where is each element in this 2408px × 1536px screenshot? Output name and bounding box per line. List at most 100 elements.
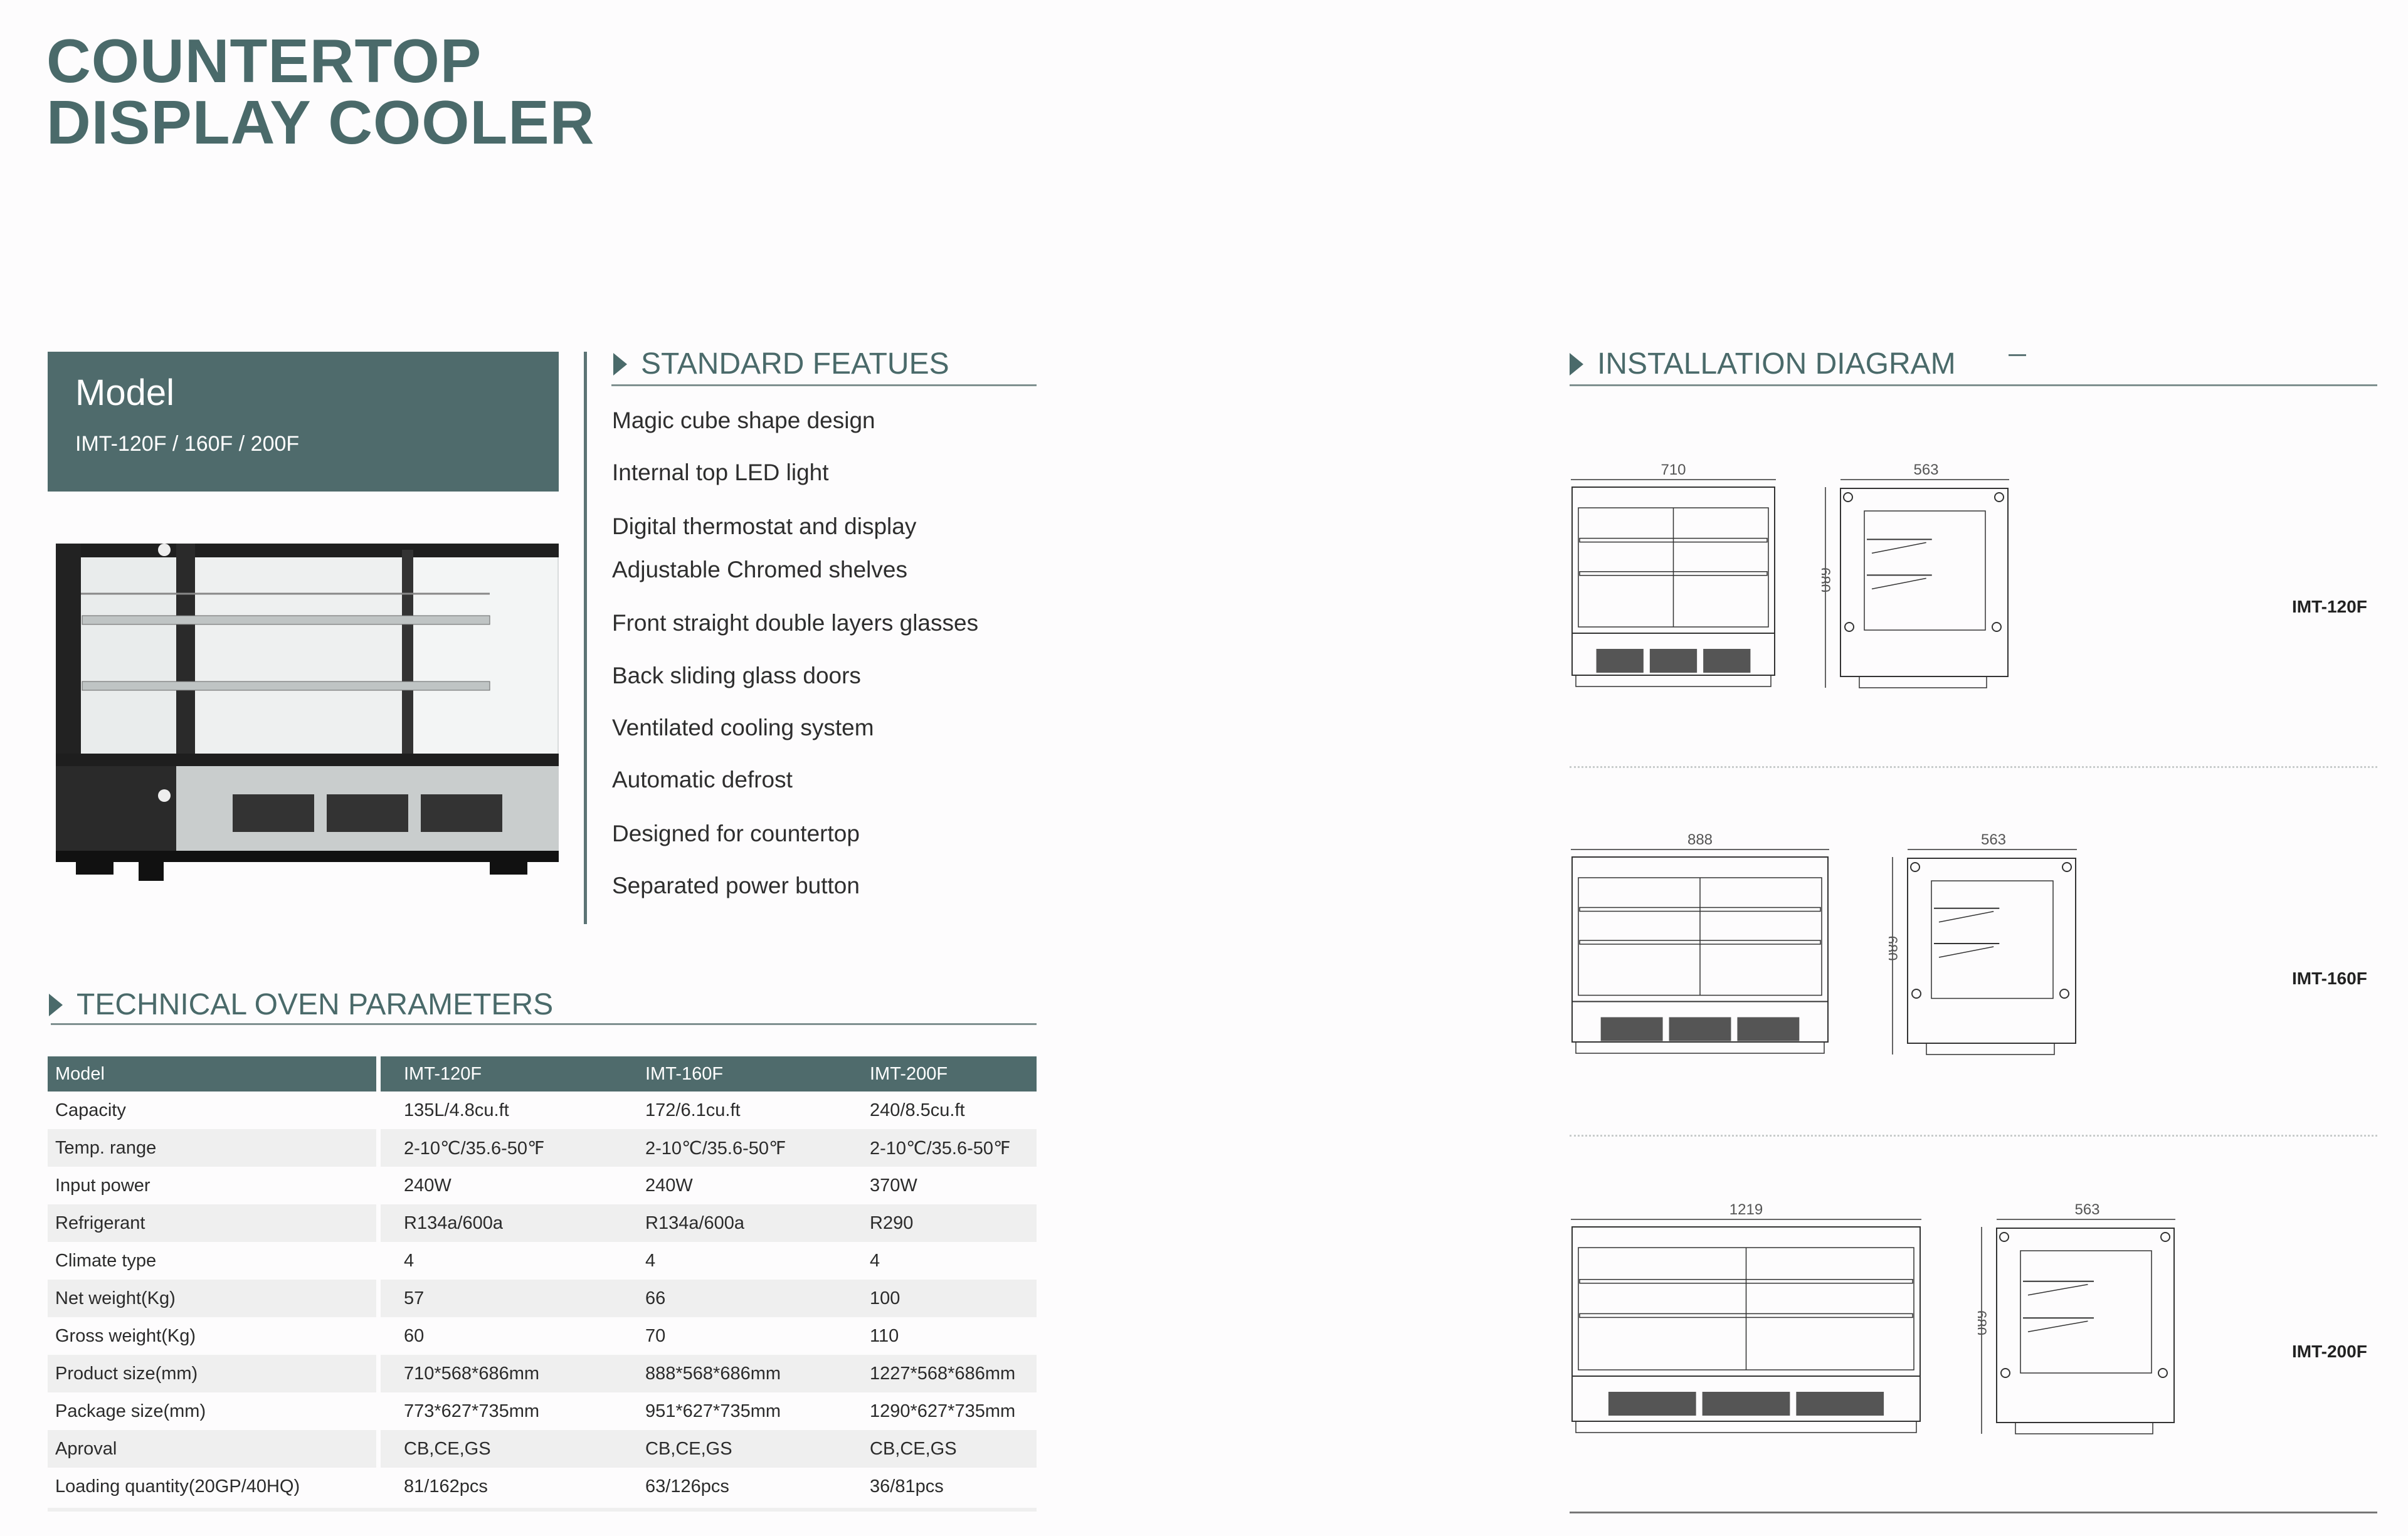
feature-item: Automatic defrost xyxy=(612,767,793,792)
inner-chamber xyxy=(1931,880,2054,999)
cell-value: 4 xyxy=(870,1250,880,1271)
table-bottom-rule xyxy=(48,1508,1037,1512)
heading-underline xyxy=(51,1023,1037,1025)
cell-value: R290 xyxy=(849,1204,1037,1242)
vent-grill xyxy=(1600,1017,1663,1041)
cell-value: 135L/4.8cu.ft xyxy=(404,1100,509,1120)
cell-value: 66 xyxy=(626,1280,849,1317)
cell-value: 81/162pcs xyxy=(404,1476,488,1497)
vent-grill xyxy=(1596,649,1644,673)
triangle-icon xyxy=(613,352,627,376)
vent-grill xyxy=(1608,1392,1696,1416)
cell-value: 63/126pcs xyxy=(645,1476,729,1497)
feature-item: Internal top LED light xyxy=(612,460,829,485)
base-feet xyxy=(2015,1422,2153,1434)
shelf xyxy=(1579,940,1821,945)
front-view-diagram: 888 xyxy=(1571,831,1829,1054)
shelf-support xyxy=(2027,1320,2088,1332)
shelf-support xyxy=(1938,911,1994,923)
mounting-hole xyxy=(1999,1232,2009,1242)
cell-value: 57 xyxy=(381,1280,626,1317)
cell-value: 1227*568*686mm xyxy=(849,1355,1037,1392)
width-dimension: 888 xyxy=(1687,831,1713,848)
vent-grill xyxy=(1669,1017,1731,1041)
vent-grill xyxy=(1796,1392,1884,1416)
feature-item: Magic cube shape design xyxy=(612,408,875,433)
depth-dimension: 563 xyxy=(1981,831,2006,848)
shelf xyxy=(1579,1279,1913,1284)
model-box: Model IMT-120F / 160F / 200F xyxy=(48,352,559,492)
model-label: Model xyxy=(75,372,174,413)
mounting-hole xyxy=(2000,1368,2010,1378)
cell-value: 240W xyxy=(404,1175,452,1196)
row-label: Loading quantity(20GP/40HQ) xyxy=(48,1468,381,1505)
base-feet xyxy=(1575,1041,1825,1054)
cell-value: 4 xyxy=(645,1250,656,1271)
mounting-hole xyxy=(2059,989,2069,999)
shelf xyxy=(1579,537,1768,543)
heading-underline xyxy=(611,384,1037,386)
cell-value: 240/8.5cu.ft xyxy=(870,1100,965,1120)
diagram-model-label: IMT-120F xyxy=(2292,597,2367,616)
base-feet xyxy=(1926,1043,2055,1055)
heading-underline xyxy=(1570,384,2377,386)
front-view-diagram: 1219 xyxy=(1571,1201,1921,1433)
row-label: Package size(mm) xyxy=(48,1392,381,1430)
cell-value: 110 xyxy=(870,1325,899,1346)
cell-value: IMT-120F xyxy=(381,1056,626,1092)
vent-grill xyxy=(1703,649,1751,673)
shelf-support xyxy=(1938,946,1994,958)
row-label: Gross weight(Kg) xyxy=(48,1317,381,1355)
technical-title: TECHNICAL OVEN PARAMETERS xyxy=(77,988,554,1021)
cell-value: CB,CE,GS xyxy=(626,1430,849,1468)
cell-value: R134a/600a xyxy=(626,1204,849,1242)
depth-dimension: 563 xyxy=(1913,461,1938,478)
cell-value: R134a/600a xyxy=(381,1204,626,1242)
mounting-hole xyxy=(1910,862,1920,872)
feature-item: Designed for countertop xyxy=(612,821,860,846)
mounting-hole xyxy=(2160,1232,2170,1242)
standard-features-heading: STANDARD FEATUES xyxy=(613,347,949,381)
feature-item: Separated power button xyxy=(612,873,860,898)
vent-grill xyxy=(1649,649,1698,673)
cabinet-side-outline xyxy=(1840,488,2009,677)
feature-item: Ventilated cooling system xyxy=(612,715,874,740)
cell-value: CB,CE,GS xyxy=(849,1430,1037,1468)
cell-value: 1290*627*735mm xyxy=(870,1401,1016,1421)
cell-value: 4 xyxy=(404,1250,415,1271)
cell-value: 710*568*686mm xyxy=(381,1355,626,1392)
row-label: Input power xyxy=(48,1167,381,1204)
cabinet-side-outline xyxy=(1996,1228,2175,1423)
base-feet xyxy=(1575,1421,1917,1433)
cell-value: 2-10℃/35.6-50℉ xyxy=(381,1129,626,1167)
cell-value: 60 xyxy=(404,1325,425,1346)
page-title: COUNTERTOP DISPLAY COOLER xyxy=(46,30,594,153)
dash-mark xyxy=(2009,354,2026,356)
product-image xyxy=(51,537,561,898)
vent-grill xyxy=(1737,1017,1800,1041)
width-dimension: 710 xyxy=(1661,461,1686,478)
mounting-hole xyxy=(2158,1368,2168,1378)
cell-value: 2-10℃/35.6-50℉ xyxy=(849,1129,1037,1167)
cell-value: 773*627*735mm xyxy=(404,1401,540,1421)
triangle-icon xyxy=(1570,352,1583,376)
standard-features-title: STANDARD FEATUES xyxy=(641,347,949,381)
width-dimension: 1219 xyxy=(1729,1201,1763,1218)
cell-value: 70 xyxy=(645,1325,666,1346)
installation-heading: INSTALLATION DIAGRAM xyxy=(1570,347,1956,381)
triangle-icon xyxy=(49,993,63,1016)
row-label: Product size(mm) xyxy=(48,1355,381,1392)
mounting-hole xyxy=(1994,492,2004,502)
height-dimension: 680 xyxy=(1978,1310,1989,1335)
table-row: Gross weight(Kg) 60 70 110 xyxy=(48,1317,1037,1355)
row-label: Capacity xyxy=(48,1092,381,1129)
row-label: Aproval xyxy=(48,1430,381,1468)
shelf xyxy=(1579,1313,1913,1318)
cell-value: 100 xyxy=(849,1280,1037,1317)
